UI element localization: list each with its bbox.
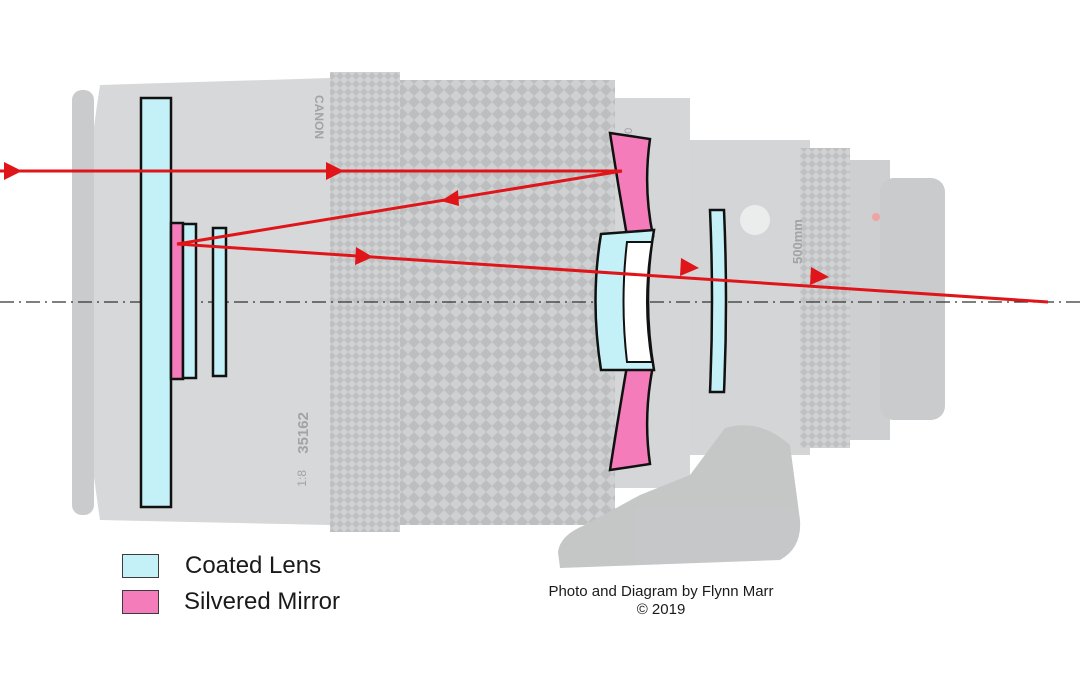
credit-line-copyright: © 2019 [636,601,686,618]
arrow-right-icon [355,247,373,265]
light-ray-path [0,169,1049,304]
legend-coated-lens: Coated Lens [122,554,321,578]
lens-mount-section [690,140,810,455]
credit-line-author: Photo and Diagram by Flynn Marr [548,583,774,600]
primary-mirror-center-opening [622,241,654,363]
rear-cap [880,178,945,420]
lens-serial-text: 35162 [295,412,312,454]
legend-swatch-coated-lens [122,554,159,578]
ray-reflected-primary [176,169,623,246]
rear-relay-lens [708,208,728,394]
optical-elements [139,96,728,509]
lens-brand-text: CANON [312,95,326,139]
front-inner-lens-2 [211,226,228,378]
arrow-left-icon [441,190,459,206]
legend-swatch-silvered-mirror [122,590,159,614]
ray-reflected-secondary [176,242,1049,304]
mount-screw [740,205,770,235]
secondary-mirror [169,221,185,381]
lens-photo: CANON 35162 1:8 500mm 20 [72,72,945,568]
legend-silvered-mirror: Silvered Mirror [122,590,340,614]
tripod-foot [558,425,801,568]
arrow-right-icon [810,267,829,285]
front-inner-lens-1 [181,222,198,380]
front-corrector-lens [139,96,173,509]
arrow-right-icon [680,258,699,276]
mount-ring-knurl [800,148,850,448]
photo-credit: Photo and Diagram by Flynn Marr © 2019 [522,583,800,619]
primary-mirror-lower [608,364,655,472]
lens-aperture-text: 1:8 [295,470,309,487]
ray-direction-arrows [4,162,829,285]
legend-label-silvered-mirror: Silvered Mirror [184,588,341,615]
arrow-right-icon [4,162,22,180]
legend-label-coated-lens: Coated Lens [185,552,322,579]
lens-focal-length-text: 500mm [790,219,805,264]
red-mount-dot-icon [872,213,880,221]
arrow-right-icon [326,162,344,180]
